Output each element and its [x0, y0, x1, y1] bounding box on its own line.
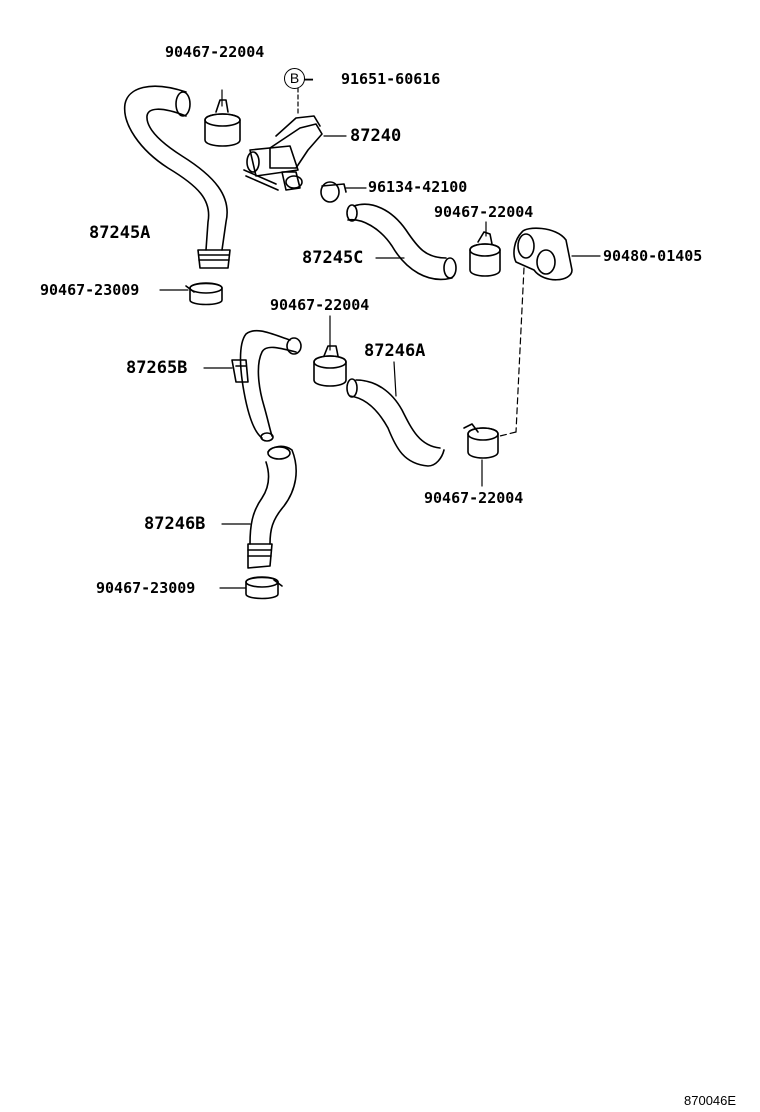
label-clamp-center: 90467-22004 — [270, 296, 370, 314]
clamp-mid-right — [470, 222, 500, 276]
hose-87246b — [222, 446, 296, 568]
hose-87265b — [204, 331, 301, 441]
water-valve-87240 — [244, 88, 346, 190]
label-clamp-top-left: 90467-22004 — [165, 43, 265, 61]
label-hose-87265b: 87265B — [126, 358, 188, 378]
label-hose-87245c: 87245C — [302, 248, 364, 268]
label-grommet: 90480-01405 — [603, 247, 703, 265]
hose-87246a — [347, 362, 444, 466]
clamp-upper-23009 — [160, 283, 222, 305]
grommet-90480-01405 — [500, 228, 600, 436]
clamp-center — [314, 316, 346, 386]
label-bolt-b-leader: — — [304, 70, 314, 88]
clip-96134-42100 — [321, 182, 366, 202]
label-clip-valve: 96134-42100 — [368, 178, 468, 196]
label-clamp-very-bottom: 90467-23009 — [96, 579, 196, 597]
label-hose-87246b: 87246B — [144, 514, 206, 534]
label-hose-87246a: 87246A — [364, 341, 426, 361]
label-hose-87245a: 87245A — [89, 223, 151, 243]
label-water-valve: 87240 — [350, 126, 402, 146]
clamp-bottom-23009 — [220, 577, 282, 599]
hose-87245c — [347, 204, 456, 279]
label-clamp-lower-right: 90467-22004 — [424, 489, 524, 507]
label-clamp-mid-right: 90467-22004 — [434, 203, 534, 221]
ref-b-marker: B — [284, 68, 305, 89]
label-clamp-bottom-left: 90467-23009 — [40, 281, 140, 299]
figure-code: 870046E — [684, 1093, 737, 1108]
hose-87245a — [125, 86, 230, 268]
label-bolt-b: 91651-60616 — [341, 70, 441, 88]
clamp-lower-right — [464, 424, 498, 486]
clamp-top-left — [205, 90, 240, 146]
